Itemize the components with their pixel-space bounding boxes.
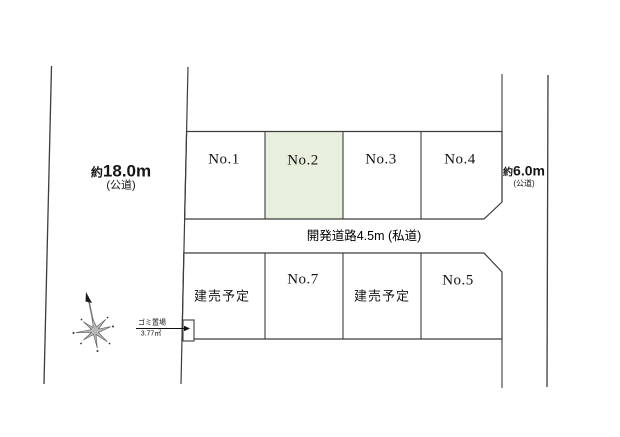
bottom-plot-row-outline [181,252,503,340]
right-road-width-value: 6.0m [513,162,545,179]
plot-label-no2: No.2 [287,152,319,169]
garbage-station-label: ゴミ置場 [138,319,166,327]
right-arrow-icon [184,325,190,332]
left-road-outer-line [43,65,53,385]
plot-label-built-for-sale-2: 建売予定 [353,288,411,304]
left-road-width-value: 18.0m [102,161,152,181]
plot-label-no7: No.7 [287,271,319,288]
garbage-station-area: 3.77㎡ [140,330,162,338]
left-road-width-label: 約18.0m [91,163,151,180]
plot-label-no5: No.5 [442,272,474,289]
plot-label-no1: No.1 [208,151,240,168]
top-plot-row-outline [183,130,503,220]
approx-prefix: 約 [90,165,103,180]
plot-label-built-for-sale-1: 建売予定 [193,288,251,304]
right-road-outer-line [546,74,549,388]
garbage-station-box [182,319,195,342]
right-road-width-label: 約6.0m [503,164,545,179]
approx-prefix: 約 [503,167,514,179]
plot-label-no3: No.3 [365,151,397,168]
right-road-kind-label: (公道) [513,179,535,188]
center-road-label: 開発道路4.5m (私道) [306,228,422,243]
plot-label-no4: No.4 [444,151,476,168]
plot-no2-highlight [265,131,343,219]
left-road-kind-label: (公道) [106,179,136,192]
compass-rose-icon [72,292,114,352]
